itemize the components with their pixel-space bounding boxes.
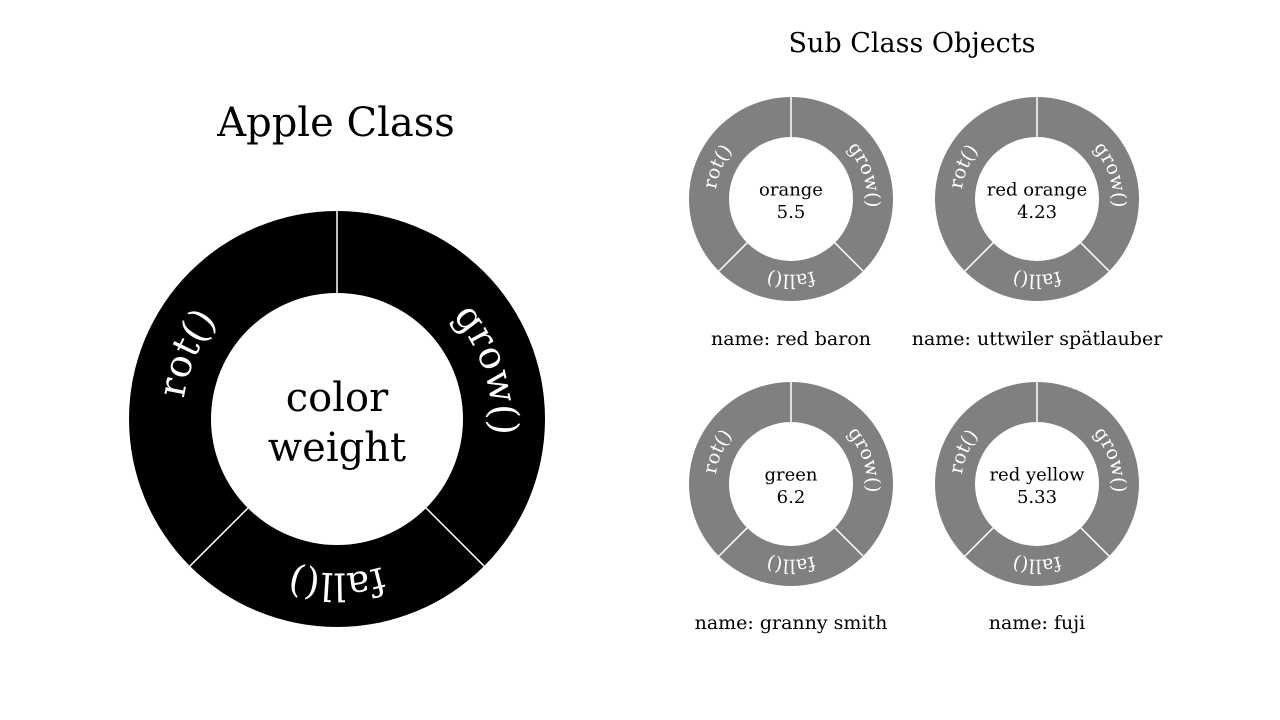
ring-center [211, 293, 463, 545]
ring-divider [834, 527, 864, 557]
ring-center [975, 422, 1099, 546]
center-line-2: weight [268, 425, 406, 471]
ring-divider [718, 242, 748, 272]
center-line-2: 5.5 [777, 202, 806, 223]
ring-divider [1080, 242, 1110, 272]
ring-divider [189, 507, 249, 567]
center-line-1: red yellow [989, 464, 1085, 485]
center-line-2: 6.2 [777, 487, 806, 508]
object-name-label: name: fuji [988, 612, 1086, 634]
sub-class-objects-title: Sub Class Objects [788, 28, 1036, 59]
ring-center [975, 137, 1099, 261]
apple-class-title: Apple Class [217, 100, 455, 146]
center-line-1: red orange [987, 179, 1087, 200]
ring-divider [834, 242, 864, 272]
ring-divider [964, 242, 994, 272]
center-line-1: orange [759, 179, 823, 200]
object-name-label: name: granny smith [694, 612, 888, 634]
object-name-label: name: red baron [710, 328, 872, 350]
ring-divider [718, 527, 748, 557]
ring-divider [964, 527, 994, 557]
object-name-label: name: uttwiler spätlauber [911, 328, 1163, 350]
ring-center [729, 422, 853, 546]
center-line-1: color [286, 375, 389, 421]
ring-divider [425, 507, 485, 567]
ring-center [729, 137, 853, 261]
center-line-2: 5.33 [1017, 487, 1057, 508]
center-line-1: green [764, 464, 817, 485]
ring-divider [1080, 527, 1110, 557]
center-line-2: 4.23 [1017, 202, 1057, 223]
